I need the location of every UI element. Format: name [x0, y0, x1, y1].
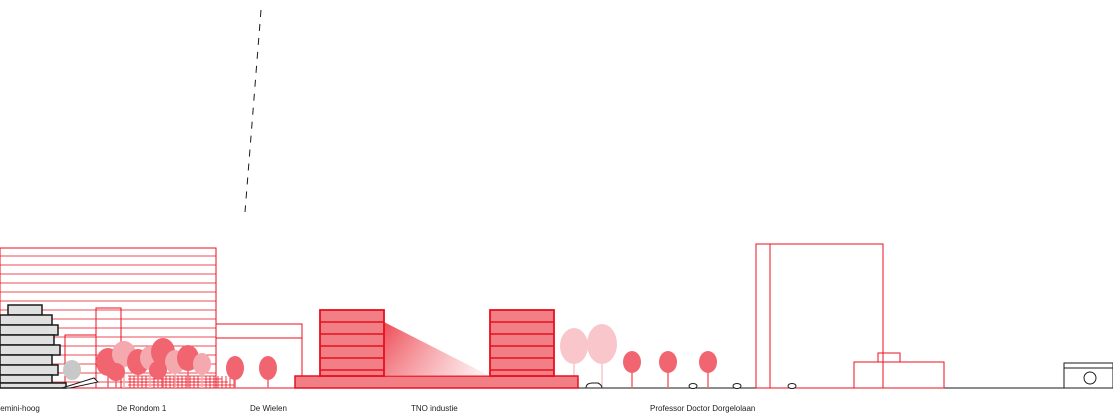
tree-crown — [226, 356, 244, 380]
label-tno-industie: TNO industie — [411, 404, 458, 413]
tree-crown — [659, 351, 677, 373]
tree-crown — [193, 353, 211, 375]
tree-crown — [149, 361, 167, 379]
vehicles — [585, 382, 797, 389]
tree-crown — [107, 363, 125, 381]
ramp — [61, 377, 100, 389]
tno-industrie-complex — [294, 309, 579, 389]
bus-shelter — [1063, 362, 1113, 389]
tree-crown — [623, 351, 641, 373]
shrub — [63, 360, 81, 380]
sight-line — [244, 9, 262, 213]
label-de-rondom: De Rondom 1 — [117, 404, 167, 413]
tree-crown — [560, 328, 588, 364]
dorgelolaan-tower — [755, 243, 945, 389]
gemini-hoog-building — [0, 304, 67, 389]
label-dorgelolaan: Professor Doctor Dorgelolaan — [650, 404, 756, 413]
label-de-wielen: De Wielen — [250, 404, 287, 413]
tree-crown — [587, 324, 617, 364]
trees — [96, 324, 717, 388]
tree-crown — [699, 351, 717, 373]
rondom-terrace-hatch — [128, 375, 240, 389]
label-gemini-hoog: Gemini-hoog — [0, 404, 40, 413]
tree-crown — [259, 356, 277, 380]
